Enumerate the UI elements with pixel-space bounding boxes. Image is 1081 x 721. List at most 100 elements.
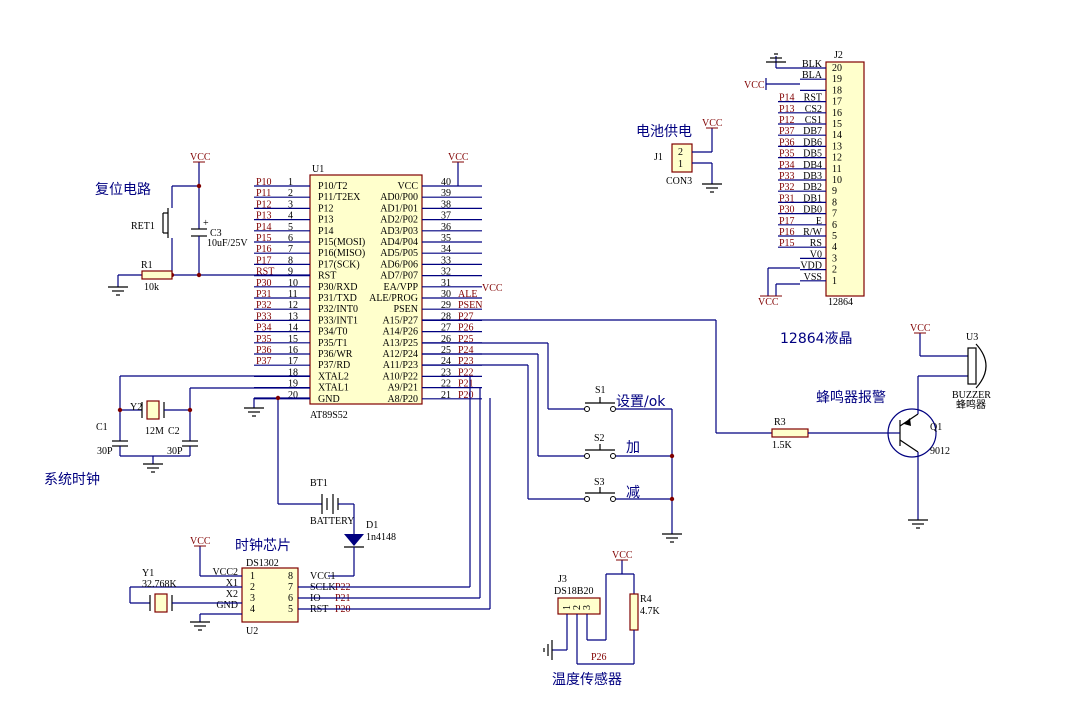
- mcu-net-label: P32: [256, 300, 272, 311]
- mcu-pin-number: 25: [441, 345, 451, 356]
- mcu-right-pins: 40VCC39AD0/P0038AD1/P0137AD2/P0236AD3/P0…: [369, 177, 482, 405]
- lcd-pin-name: CS2: [805, 104, 822, 115]
- lcd-name: 12864: [828, 297, 853, 308]
- mcu-pin-number: 1: [288, 177, 293, 188]
- lcd-net-label: P36: [779, 137, 795, 148]
- mcu-pin-name: EA/VPP: [384, 282, 419, 293]
- system-clock: Y2 12M C1 30P C2 30P: [96, 375, 310, 473]
- ds18b20-j3: J3 DS18B20 1 2 3 VCC R4 4.7K P26: [543, 550, 661, 665]
- mcu-pin-number: 24: [441, 356, 451, 367]
- battery-circuit: BT1 BATTERY D1 1n4148: [278, 478, 396, 577]
- lcd-net-label: P31: [779, 193, 795, 204]
- ds-pin-number: 6: [288, 593, 293, 604]
- mcu-net-label: P34: [256, 323, 272, 334]
- lcd-net-label: P33: [779, 171, 795, 182]
- ds-pin-name: VCC1: [310, 571, 336, 582]
- lcd-pin-number: 20: [832, 63, 842, 74]
- mcu-pin-name: P16(MISO): [318, 248, 365, 259]
- s3-label: 减: [626, 485, 640, 501]
- mcu-net-label: P10: [256, 177, 272, 188]
- y2-value: 12M: [145, 426, 164, 437]
- q1-label: Q1: [930, 422, 942, 433]
- mcu-pin-name: A11/P23: [383, 360, 418, 371]
- button-circuit: S1 设置/ok S2 加 S3 减: [422, 342, 682, 543]
- ds-pin-number: 4: [250, 604, 255, 615]
- r1-value: 10k: [144, 282, 159, 293]
- lcd-pin-number: 1: [832, 276, 837, 287]
- ea-vcc-label: VCC: [482, 283, 503, 294]
- mcu-net-label: P21: [458, 379, 474, 390]
- mcu-pin-name: GND: [318, 394, 340, 405]
- mcu-pin-name: XTAL1: [318, 383, 349, 394]
- lcd-pin-name: DB5: [803, 149, 822, 160]
- mcu-pin-name: AD5/P05: [380, 248, 418, 259]
- lcd-pin-number: 16: [832, 108, 842, 119]
- d1-label: D1: [366, 520, 378, 531]
- r1-label: R1: [141, 260, 153, 271]
- mcu-pin-number: 22: [441, 379, 451, 390]
- mcu-pin-name: P35/T1: [318, 338, 347, 349]
- ds1302-bus: [298, 376, 491, 610]
- mcu-pin-name: A13/P25: [382, 338, 418, 349]
- buzzer-alarm-title: 蜂鸣器报警: [816, 389, 886, 406]
- j3-value: DS18B20: [554, 586, 593, 597]
- ds-pin-number: 2: [250, 582, 255, 593]
- c2-label: C2: [168, 426, 180, 437]
- mcu-pin-name: AD7/P07: [380, 271, 418, 282]
- s3-ref: S3: [594, 477, 605, 488]
- mcu-pin-name: P31/TXD: [318, 293, 357, 304]
- mcu-net-label: P31: [256, 289, 272, 300]
- lcd-pin-name: DB1: [803, 193, 822, 204]
- c3-label: C3: [210, 228, 222, 239]
- mcu-net-label: P23: [458, 356, 474, 367]
- ret1-label: RET1: [131, 221, 155, 232]
- temp-sensor-title: 温度传感器: [552, 671, 622, 688]
- s1-ref: S1: [595, 385, 606, 396]
- d1-value: 1n4148: [366, 532, 396, 543]
- mcu-pin-number: 14: [288, 323, 298, 334]
- mcu-pin-name: P33/INT1: [318, 315, 358, 326]
- lcd-net-label: P30: [779, 205, 795, 216]
- lcd-pin-name: RS: [810, 238, 822, 249]
- mcu-pin-name: PSEN: [394, 304, 418, 315]
- buzzer-circuit: R3 1.5K Q1 9012 VCC U3 BUZZER 蜂鸣器: [422, 319, 991, 529]
- lcd-pin-number: 15: [832, 119, 842, 130]
- mcu-net-label: P12: [256, 199, 272, 210]
- mcu-net-label: P27: [458, 311, 474, 322]
- lcd-vcc-label: VCC: [744, 80, 765, 91]
- mcu-net-label: P11: [256, 188, 271, 199]
- mcu-pin-name: P11/T2EX: [318, 192, 361, 203]
- mcu-pin-number: 7: [288, 244, 293, 255]
- lcd-pin-name: RST: [804, 93, 822, 104]
- mcu-pin-number: 27: [441, 323, 451, 334]
- lcd-pin-name: VSS: [804, 272, 822, 283]
- lcd-pin-number: 18: [832, 85, 842, 96]
- mcu-net-label: P15: [256, 233, 272, 244]
- mcu-pin-name: P15(MOSI): [318, 237, 365, 248]
- lcd-pin-number: 9: [832, 186, 837, 197]
- lcd-pin-number: 4: [832, 242, 837, 253]
- r4-label: R4: [640, 594, 652, 605]
- lcd-net-label: P17: [779, 216, 795, 227]
- mcu-pin-number: 23: [441, 367, 451, 378]
- lcd-net-label: P37: [779, 126, 795, 137]
- lcd-vcc2-label: VCC: [758, 297, 779, 308]
- mcu-pin-number: 38: [441, 199, 451, 210]
- mcu-pin-number: 29: [441, 300, 451, 311]
- c1-value: 30P: [97, 446, 113, 457]
- mcu-pin-number: 34: [441, 244, 451, 255]
- mcu-pin-name: AD1/P01: [380, 203, 418, 214]
- mcu-pin-number: 36: [441, 222, 451, 233]
- mcu-pin-number: 39: [441, 188, 451, 199]
- vcc-label: VCC: [448, 152, 469, 163]
- lcd-pin-number: 12: [832, 153, 842, 164]
- mcu-net-label: P33: [256, 311, 272, 322]
- mcu-net-label: P22: [458, 367, 474, 378]
- mcu-pin-name: P36/WR: [318, 349, 353, 360]
- r3-value: 1.5K: [772, 440, 793, 451]
- y1-value: 32.768K: [142, 579, 178, 590]
- ds1302-ref: U2: [246, 626, 258, 637]
- mcu-name: AT89S52: [310, 410, 348, 421]
- reset-circuit: VCC RET1 + C3 10uF/25V R1 10k: [108, 152, 310, 296]
- ds-pin-name: X2: [226, 589, 238, 600]
